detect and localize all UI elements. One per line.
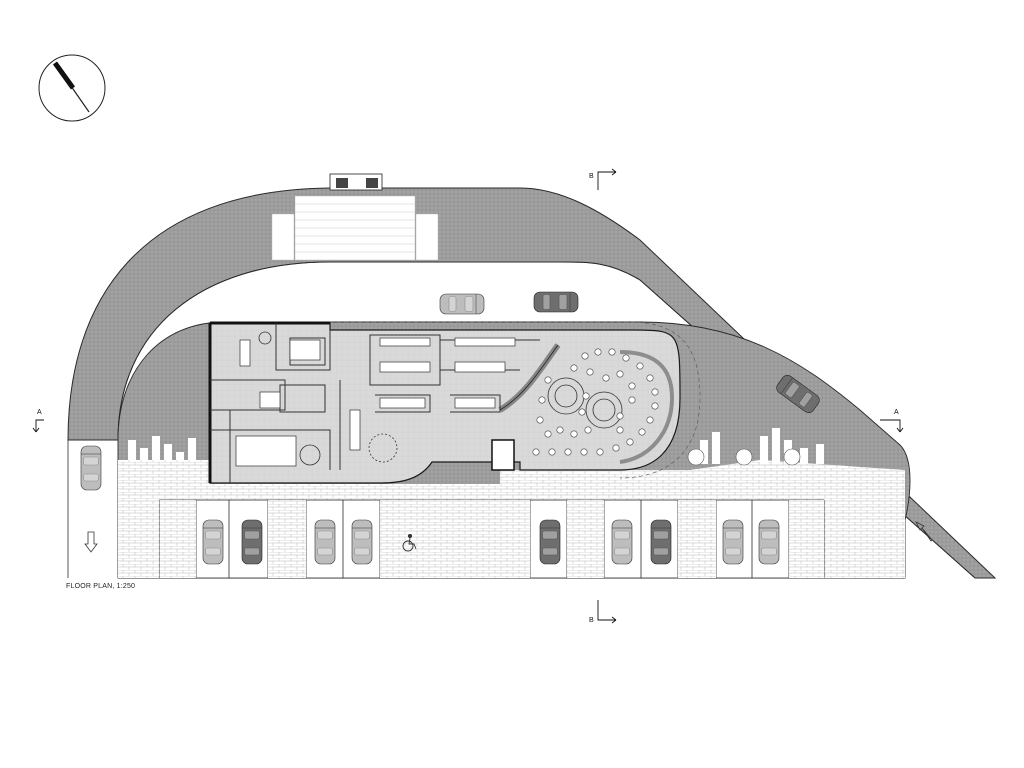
paved-plaza-outer (67, 173, 997, 579)
section-marker-b-top (597, 168, 617, 190)
building (208, 321, 701, 484)
direction-arrow-icon (84, 531, 98, 553)
section-label-a-right: A (894, 409, 899, 416)
section-label-a-left: A (37, 409, 42, 416)
section-label-b-bottom: B (589, 617, 594, 624)
plan-title: FLOOR PLAN, 1:250 (66, 583, 136, 590)
accessible-parking-icon (402, 533, 417, 552)
road-edge (117, 261, 976, 579)
section-marker-b-bottom (597, 600, 617, 624)
north-arrow-icon (38, 54, 106, 122)
direction-arrow-icon (915, 521, 933, 542)
section-marker-a-left (32, 419, 44, 433)
section-label-b-top: B (589, 173, 594, 180)
section-marker-a-right (880, 419, 904, 433)
